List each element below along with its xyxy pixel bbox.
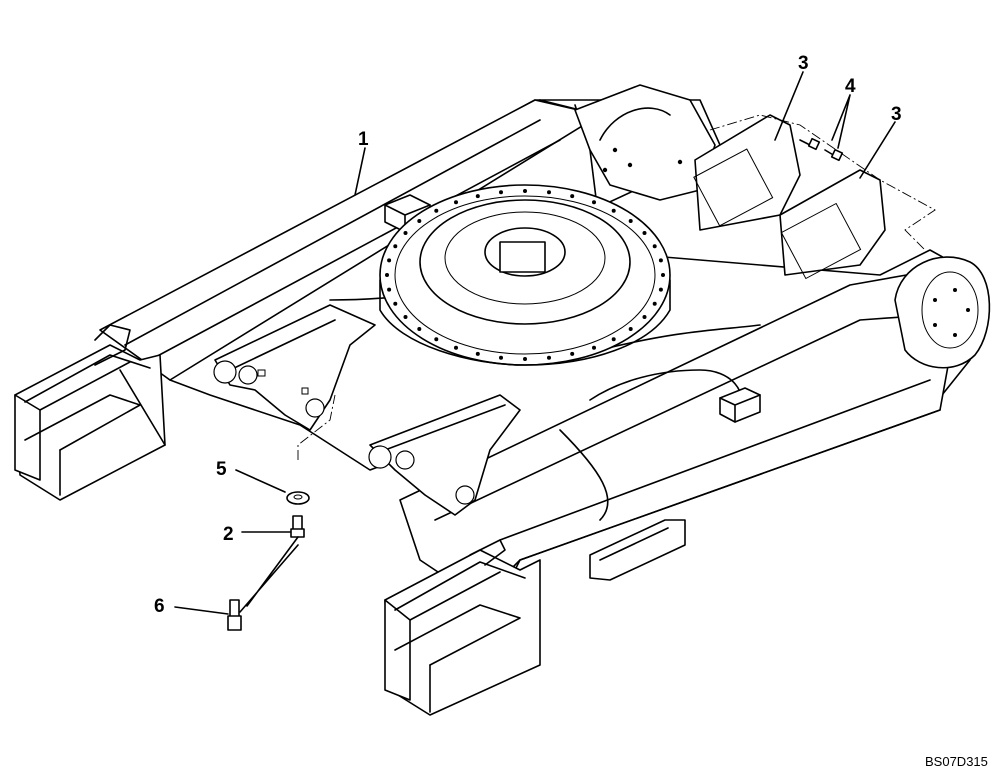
bearing-bolt-hole [661,273,665,277]
bearing-bolt-hole [454,200,458,205]
left-swivel-bracket [213,304,376,431]
washer [286,491,310,505]
bearing-bolt-hole [658,258,663,263]
bearing-bolt-hole [403,231,408,235]
bearing-bolt-hole [417,327,422,331]
bearing-bolt-hole [393,244,398,249]
bearing-bolt-hole [475,351,480,356]
bearing-bolt-hole [385,273,389,277]
callout-4: 4 [845,76,856,97]
bearing-bolt-hole [499,355,503,360]
leader-lines [174,71,896,615]
bearing-bolt-hole [387,287,392,292]
bearing-bolt-hole [611,208,616,213]
bearing-bolt-hole [592,345,596,350]
bearing-bolt-hole [642,315,647,319]
callout-5: 5 [216,459,227,480]
callout-1: 1 [358,129,369,150]
bearing-bolt-hole [434,337,439,342]
bearing-bolt-hole [642,231,647,235]
bearing-bolt-hole [652,244,657,249]
bearing-bolt-hole [475,194,480,199]
bearing-bolt-hole [628,219,633,223]
callout-3b: 3 [891,104,902,125]
cover-plate-rear [693,114,801,231]
bearing-bolt-hole [387,258,392,263]
bearing-bolt-hole [547,355,551,360]
bearing-bolt-hole [393,301,398,306]
bearing-bolt-hole [652,301,657,306]
cover-screw-upper [799,137,821,151]
drawing-code: BS07D315 [925,754,988,769]
bearing-bolt-hole [454,345,458,350]
bearing-bolt-hole [547,190,551,195]
callout-6: 6 [154,596,165,617]
bearing-bolt-hole [417,219,422,223]
bearing-bolt-hole [523,357,527,361]
bearing-bolt-holes [385,189,665,361]
callout-3a: 3 [798,53,809,74]
bearing-bolt-hole [523,189,527,193]
bearing-bolt-hole [658,287,663,292]
bearing-bolt-hole [570,194,575,199]
bearing-bolt-hole [434,208,439,213]
front-track-guide [384,539,541,716]
left-track-guide [14,324,166,501]
cover-screw-lower [824,148,844,162]
cover-plate-front [779,169,886,280]
bearing-bolt-hole [499,190,503,195]
bearing-bolt-hole [611,337,616,342]
bearing-bolt-hole [403,315,408,319]
bolt-short [290,515,305,538]
callout-2: 2 [223,524,234,545]
swing-bearing [379,184,671,366]
bearing-bolt-hole [592,200,596,205]
bearing-bolt-hole [628,327,633,331]
right-swivel-bracket [368,394,521,516]
bolt-long [227,599,242,631]
bearing-bolt-hole [570,351,575,356]
